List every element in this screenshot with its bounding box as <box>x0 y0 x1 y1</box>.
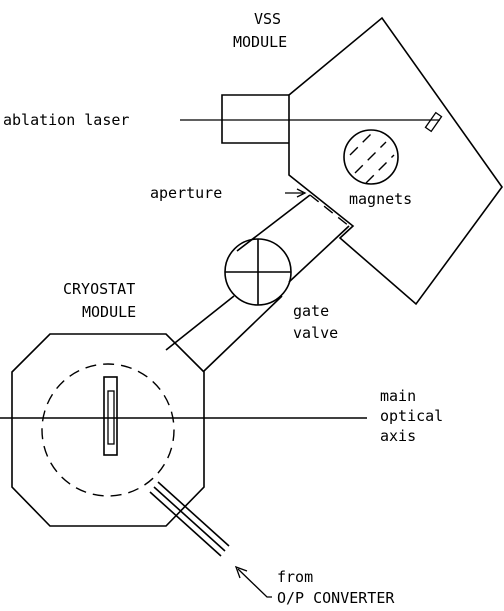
magnet-dash-3 <box>365 154 395 184</box>
sample-holder-outer <box>103 376 118 456</box>
gate-valve-label-line1: gate <box>293 302 329 320</box>
aperture-label: aperture <box>150 184 222 202</box>
from-converter-pointer <box>237 568 272 598</box>
tube-lower-left <box>165 295 235 351</box>
cryostat-module-label-line1: CRYOSTAT <box>63 280 135 298</box>
cryostat-module-octagon <box>11 333 205 527</box>
magnets-circle <box>343 129 399 185</box>
from-converter-label-line2: O/P CONVERTER <box>277 589 395 607</box>
vss-module-outline <box>288 16 503 306</box>
vss-module-label-line1: VSS <box>254 10 281 28</box>
tube-upper-right <box>288 225 350 283</box>
from-converter-label-line1: from <box>277 568 313 586</box>
cryostat-inner-dashed-circle <box>41 363 175 497</box>
tube-upper-left <box>236 194 311 252</box>
gate-valve-label-line2: valve <box>293 324 338 342</box>
converter-line-3 <box>149 491 222 557</box>
laser-port <box>221 94 289 144</box>
converter-line-2 <box>153 486 226 552</box>
ablation-target <box>424 111 443 133</box>
main-optical-axis-label-line1: main <box>380 387 416 405</box>
main-optical-axis-label-line3: axis <box>380 427 416 445</box>
magnet-dash-1 <box>349 131 374 156</box>
converter-line-1 <box>157 481 230 547</box>
cryostat-module-label-line2: MODULE <box>82 303 136 321</box>
ablation-laser-label: ablation laser <box>3 111 129 129</box>
vss-module-label-line2: MODULE <box>233 33 287 51</box>
aperture-slit <box>309 194 350 227</box>
from-converter-arrowhead <box>234 565 248 579</box>
main-optical-axis-label-line2: optical <box>380 407 443 425</box>
tube-lower-right <box>203 295 283 372</box>
aperture-arrowhead <box>296 188 307 198</box>
magnet-dash-2 <box>354 141 387 174</box>
magnets-label: magnets <box>349 190 412 208</box>
